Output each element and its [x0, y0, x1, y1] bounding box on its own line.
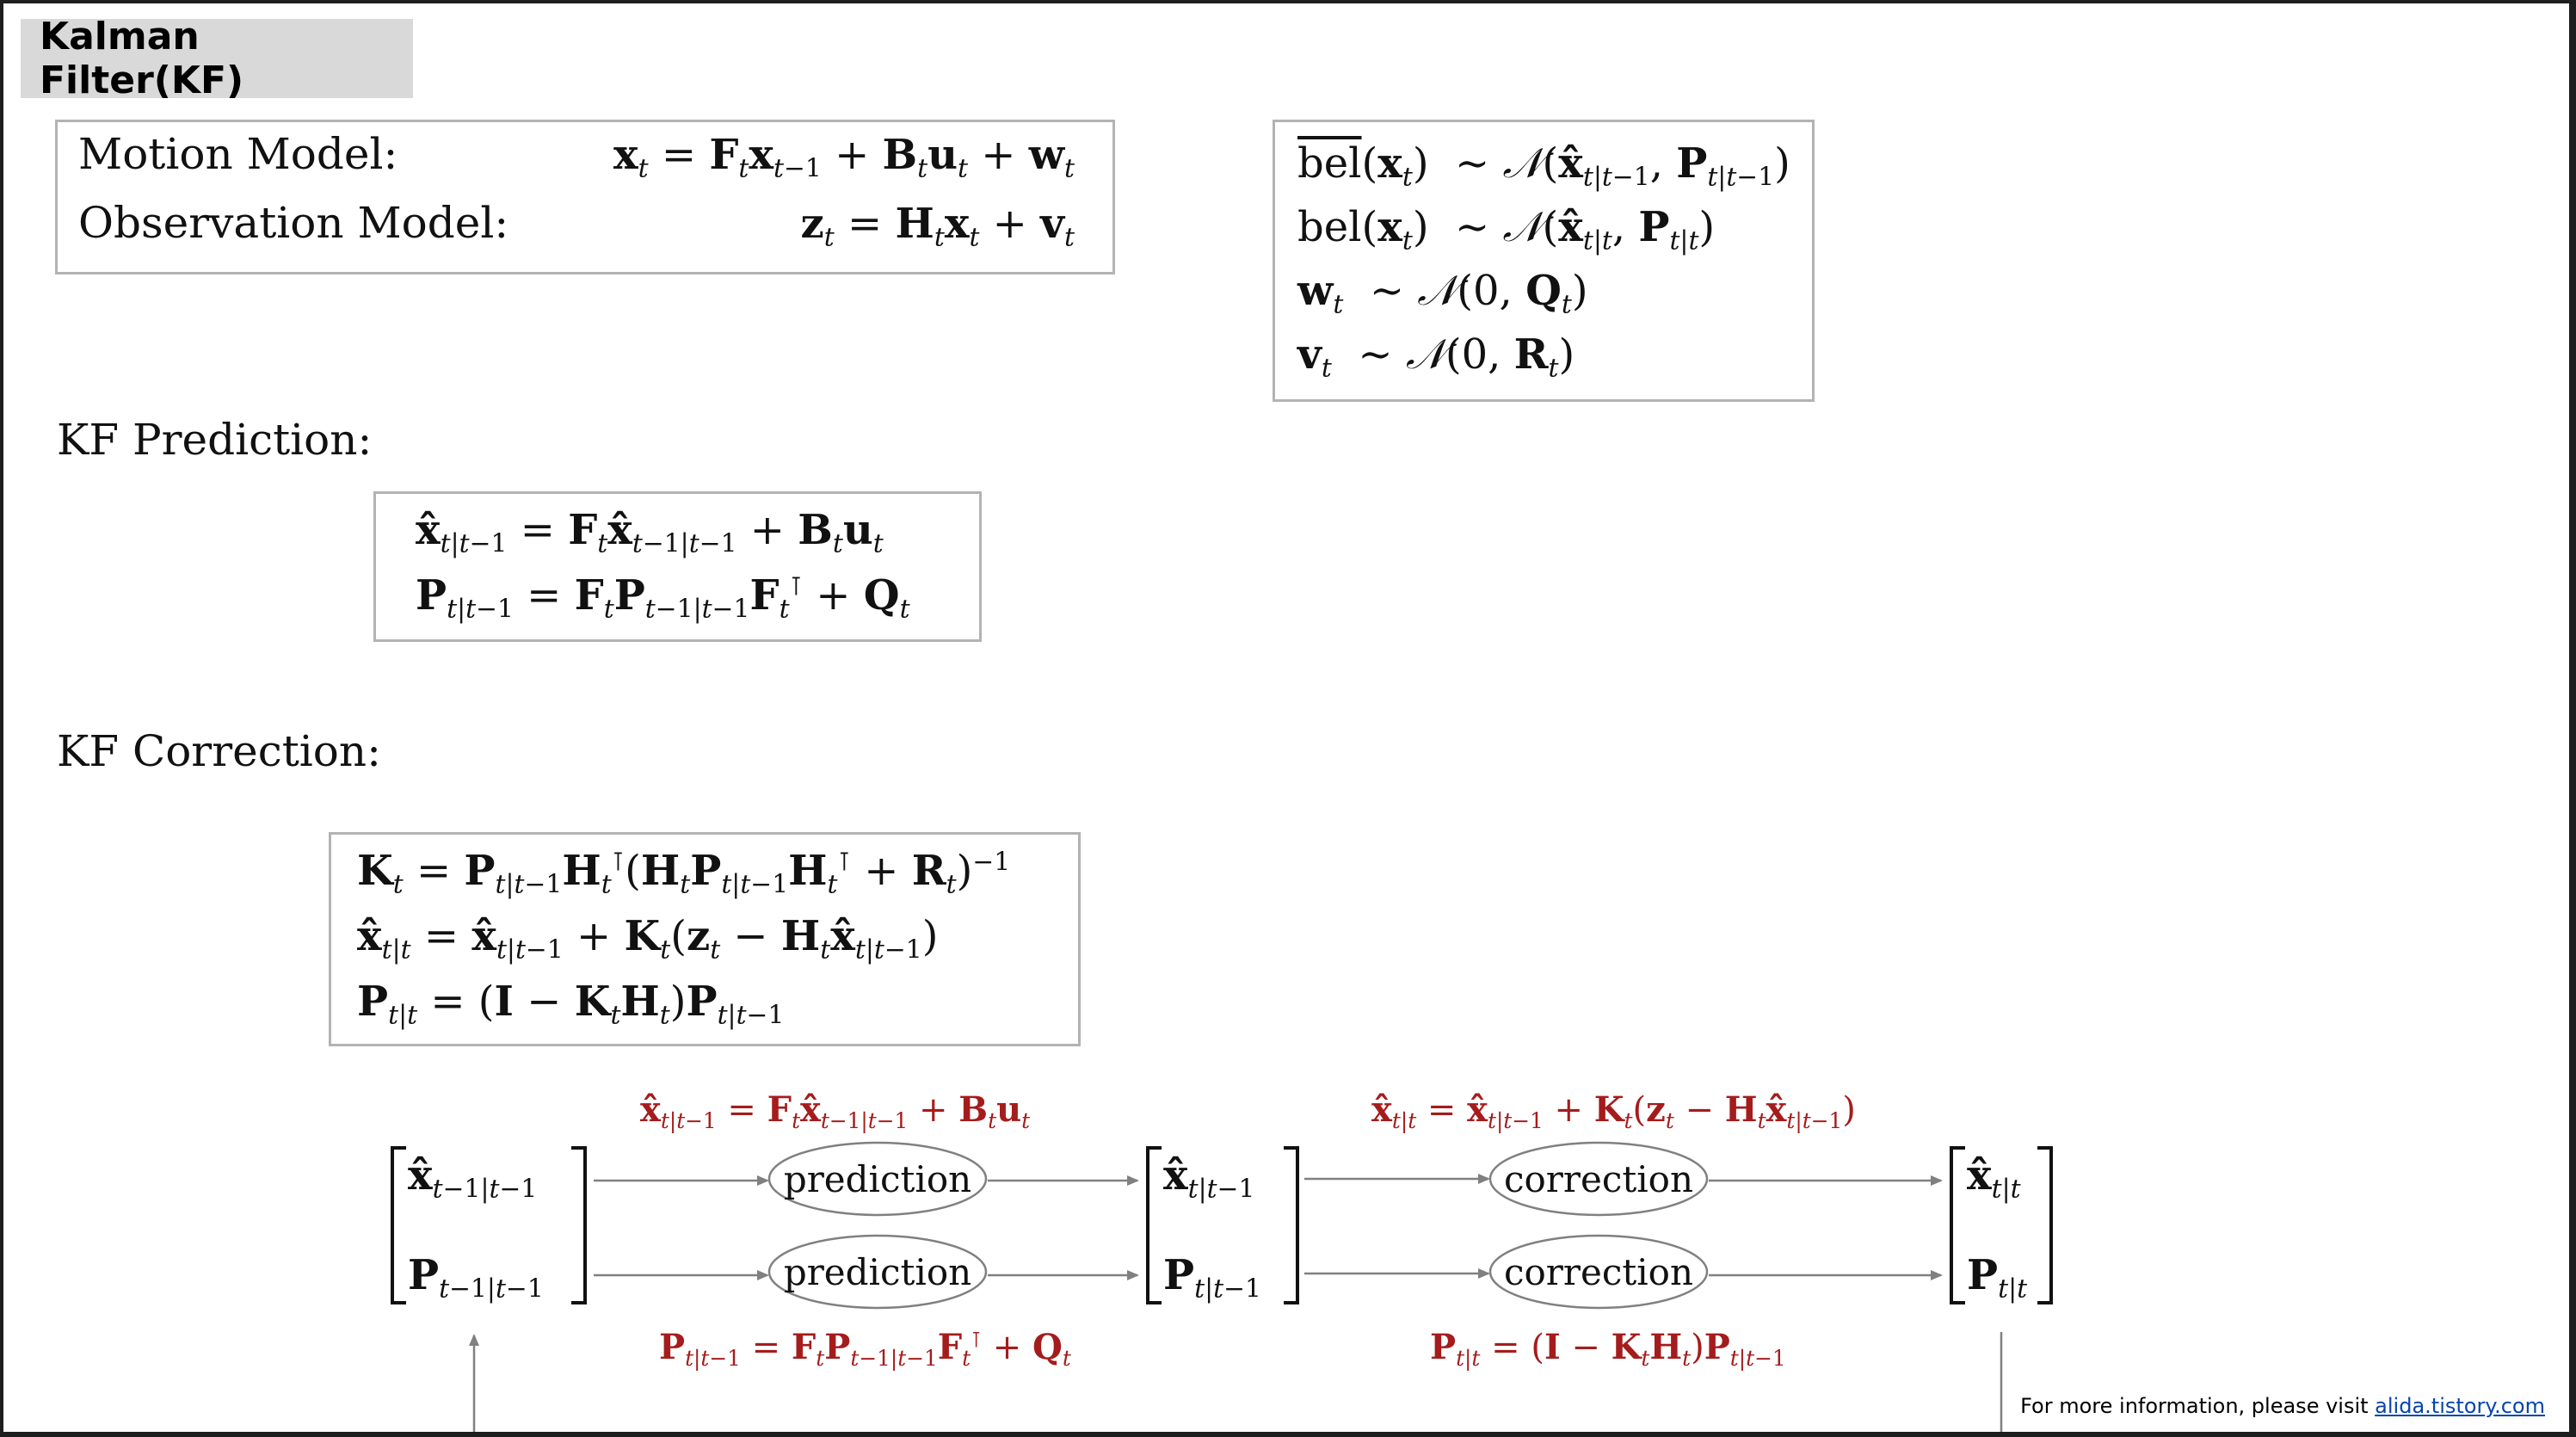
vector-predicted-state: x̂t|t−1	[1163, 1151, 1255, 1205]
annotation-state-update: x̂t|t = x̂t|t−1 + Kt(zt − Htx̂t|t−1)	[1371, 1089, 1856, 1133]
slide: Kalman Filter(KF) Motion Model: Observat…	[3, 3, 2569, 1432]
prediction-node-bottom	[767, 1234, 988, 1310]
vector-corrected-covariance: Pt|t	[1967, 1251, 2028, 1304]
measurement-noise-equation: vt ∼ 𝒩(0, Rt)	[1297, 330, 1575, 384]
prediction-box: x̂t|t−1 = Ftx̂t−1|t−1 + Btut Pt|t−1 = Ft…	[373, 491, 982, 642]
correction-node-top	[1488, 1141, 1709, 1217]
observation-model-equation: zt = Htxt + vt	[800, 200, 1075, 253]
vector-corrected-state: x̂t|t	[1967, 1151, 2021, 1205]
models-box: Motion Model: Observation Model: xt = Ft…	[55, 120, 1115, 274]
vector-prev-covariance: Pt−1|t−1	[408, 1251, 544, 1304]
title-banner: Kalman Filter(KF)	[21, 15, 413, 102]
covariance-update-equation: Pt|t = (I − KtHt)Pt|t−1	[357, 978, 785, 1031]
vector-prev-state: x̂t−1|t−1	[408, 1151, 538, 1205]
correction-section-label: KF Correction:	[57, 726, 381, 776]
vector-corrected-brackets	[1950, 1146, 2053, 1304]
annotation-state-prediction: x̂t|t−1 = Ftx̂t−1|t−1 + Btut	[640, 1089, 1031, 1133]
correction-label-bottom: correction	[1504, 1251, 1693, 1293]
prediction-label-top: prediction	[783, 1158, 972, 1200]
belief-posterior-equation: bel(xt) ∼ 𝒩(x̂t|t, Pt|t)	[1297, 203, 1716, 256]
motion-model-label: Motion Model:	[78, 129, 398, 179]
page-title: Kalman Filter(KF)	[40, 15, 244, 102]
footer-link[interactable]: alida.tistory.com	[2375, 1394, 2545, 1418]
flow-diagram	[391, 1141, 2053, 1432]
prediction-label-bottom: prediction	[783, 1251, 972, 1293]
correction-box: Kt = Pt|t−1Ht⊺(HtPt|t−1Ht⊺ + Rt)−1 x̂t|t…	[329, 832, 1081, 1046]
vector-predicted-brackets	[1146, 1146, 1299, 1304]
correction-label-top: correction	[1504, 1158, 1693, 1200]
prediction-section-label: KF Prediction:	[57, 415, 373, 465]
motion-model-equation: xt = Ftxt−1 + Btut + wt	[613, 131, 1075, 184]
belief-prior-equation: bel(xt) ∼ 𝒩(x̂t|t−1, Pt|t−1)	[1297, 139, 1790, 193]
vector-predicted-covariance: Pt|t−1	[1163, 1251, 1261, 1304]
state-prediction-equation: x̂t|t−1 = Ftx̂t−1|t−1 + Btut	[416, 506, 884, 559]
correction-node-bottom	[1488, 1234, 1709, 1310]
distributions-box: bel(xt) ∼ 𝒩(x̂t|t−1, Pt|t−1) bel(xt) ∼ 𝒩…	[1273, 120, 1815, 402]
covariance-prediction-equation: Pt|t−1 = FtPt−1|t−1Ft⊺ + Qt	[416, 571, 910, 625]
footer-text: For more information, please visit	[2020, 1394, 2376, 1418]
observation-model-label: Observation Model:	[78, 198, 509, 248]
annotation-covariance-update: Pt|t = (I − KtHt)Pt|t−1	[1430, 1327, 1786, 1371]
annotation-covariance-prediction: Pt|t−1 = FtPt−1|t−1Ft⊺ + Qt	[659, 1327, 1071, 1371]
prediction-node-top	[767, 1141, 988, 1217]
footer-note: For more information, please visit alida…	[2020, 1394, 2545, 1418]
process-noise-equation: wt ∼ 𝒩(0, Qt)	[1297, 267, 1588, 320]
vector-prev-brackets	[391, 1146, 587, 1304]
state-update-equation: x̂t|t = x̂t|t−1 + Kt(zt − Htx̂t|t−1)	[357, 912, 939, 965]
kalman-gain-equation: Kt = Pt|t−1Ht⊺(HtPt|t−1Ht⊺ + Rt)−1	[357, 847, 1011, 900]
